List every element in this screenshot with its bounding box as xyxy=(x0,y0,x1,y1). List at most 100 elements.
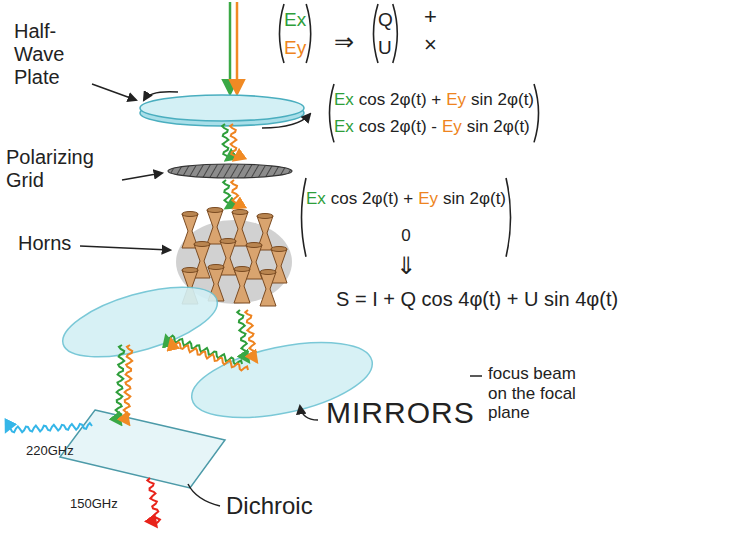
beam-wave xyxy=(171,339,248,370)
implies-symbol-group: ⇓ xyxy=(396,252,416,280)
leader-bracket xyxy=(188,484,220,506)
signal-equation-group: S = I + Q cos 4φ(t) + U sin 4φ(t) xyxy=(336,288,618,311)
signal-equation-line: S = I + Q cos 4φ(t) + U sin 4φ(t) xyxy=(336,288,618,311)
beam-wave xyxy=(222,124,229,160)
polarization-symbol-group: + xyxy=(424,4,437,29)
matrix-row: cos 2φ(t) + xyxy=(331,189,413,208)
matrix-row: Ey xyxy=(446,90,466,109)
polarization-symbol: + xyxy=(424,4,437,29)
leader-arrow xyxy=(92,84,136,100)
incoming-beam xyxy=(236,2,239,93)
part-name: MIRRORS xyxy=(326,396,475,429)
matrix-row-line: Ex cos 2φ(t) + Ey sin 2φ(t) xyxy=(306,180,506,217)
note: focus beam on the focal plane xyxy=(488,364,576,422)
matrix-row: cos 2φ(t) - xyxy=(359,117,437,136)
matrix-row: Ey xyxy=(418,189,438,208)
polarizing-grid xyxy=(168,164,292,178)
beam-wave xyxy=(223,180,230,208)
part-name: Horns xyxy=(18,232,71,254)
frequency-label-group: 150GHz xyxy=(70,497,118,512)
stokes-parameter-group: QU xyxy=(378,6,393,61)
beam-wave xyxy=(245,310,256,362)
part-name-line: Horns xyxy=(18,232,71,255)
matrix-row: Ex xyxy=(334,117,354,136)
rotation-arrow xyxy=(144,92,178,100)
beam-wave xyxy=(6,423,92,432)
matrix-row: sin 2φ(t) xyxy=(443,189,506,208)
part-name: Polarizing Grid xyxy=(6,146,94,191)
beam-wave xyxy=(237,310,248,362)
matrix-bracket xyxy=(330,84,539,142)
matrix-row: sin 2φ(t) xyxy=(471,90,534,109)
matrix-bracket xyxy=(302,178,511,257)
vector-component-line: Ey xyxy=(284,34,306,62)
mirror xyxy=(55,273,224,371)
part-name: Half-Wave Plate xyxy=(14,20,64,88)
matrix-row-line: Ex cos 2φ(t) + Ey sin 2φ(t) xyxy=(334,86,534,113)
matrix-row-group: Excos 2φ(t) +Eysin 2φ(t)Excos 2φ(t) -Eys… xyxy=(334,86,534,140)
dichroic-filter xyxy=(60,410,225,488)
implies-symbol: ⇒ xyxy=(334,28,354,55)
stokes-parameter: Q xyxy=(378,9,393,30)
polarization-symbol-line: × xyxy=(424,32,437,57)
note-line: focus beam on the focal plane xyxy=(488,364,598,423)
part-name-group: Half-Wave Plate xyxy=(14,20,76,89)
vector-component: Ex xyxy=(284,9,306,30)
matrix-bracket xyxy=(280,4,311,63)
frequency-label-line: 150GHz xyxy=(70,497,118,512)
vector-component-group: ExEy xyxy=(284,6,306,61)
implies-symbol-line: ⇒ xyxy=(334,28,354,56)
matrix-bracket xyxy=(374,4,398,63)
leader-arrow xyxy=(80,246,170,250)
implies-symbol-line: ⇓ xyxy=(396,252,416,280)
part-name-group: MIRRORS xyxy=(326,396,475,431)
signal-equation: S = I + Q cos 4φ(t) + U sin 4φ(t) xyxy=(336,288,618,310)
part-name-group: Horns xyxy=(18,232,71,255)
beam-wave xyxy=(147,478,160,526)
beam-wave xyxy=(116,345,125,424)
matrix-row: 0 xyxy=(401,226,410,245)
leader-arrow xyxy=(122,173,162,180)
matrix-row-group: Ex cos 2φ(t) + Ey sin 2φ(t) 0 xyxy=(306,180,506,255)
feed-horn xyxy=(260,270,276,307)
stokes-parameter-line: Q xyxy=(378,6,393,34)
matrix-row-line: Ex cos 2φ(t) - Ey sin 2φ(t) xyxy=(334,113,534,140)
polarization-symbol: × xyxy=(424,32,437,57)
part-name-line: Polarizing Grid xyxy=(6,146,118,192)
incoming-beam xyxy=(229,2,232,93)
part-name-line: Dichroic xyxy=(226,492,313,520)
vector-component: Ey xyxy=(284,37,306,58)
frequency-label: 150GHz xyxy=(70,496,118,511)
stokes-parameter-line: U xyxy=(378,34,393,62)
polarization-symbol-group: × xyxy=(424,32,437,57)
matrix-row-line: 0 xyxy=(306,217,506,254)
matrix-row: Ex xyxy=(334,90,354,109)
leader-arrow xyxy=(300,406,318,420)
rotation-arrow xyxy=(262,114,310,128)
part-name-group: Dichroic xyxy=(226,492,313,520)
beam-wave xyxy=(231,180,238,208)
beam-wave xyxy=(230,124,237,160)
polarization-symbol-line: + xyxy=(424,4,437,29)
stokes-parameter: U xyxy=(378,37,392,58)
feed-horn xyxy=(207,208,223,245)
matrix-row: sin 2φ(t) xyxy=(467,117,530,136)
frequency-label: 220GHz xyxy=(26,443,74,458)
beam-wave xyxy=(124,345,133,424)
half-wave-plate xyxy=(140,95,304,121)
feed-horn xyxy=(234,267,250,304)
implies-symbol: ⇓ xyxy=(396,252,416,279)
part-name-line: Half-Wave Plate xyxy=(14,20,76,89)
part-name: Dichroic xyxy=(226,492,313,519)
part-name-group: Polarizing Grid xyxy=(6,146,118,192)
part-name-line: MIRRORS xyxy=(326,396,475,431)
matrix-row: Ey xyxy=(442,117,462,136)
matrix-row: cos 2φ(t) + xyxy=(359,90,441,109)
leader-dash xyxy=(470,375,482,377)
note-group: focus beam on the focal plane xyxy=(488,364,598,423)
frequency-label-line: 220GHz xyxy=(26,444,74,459)
matrix-row: Ex xyxy=(306,189,326,208)
frequency-label-group: 220GHz xyxy=(26,444,74,459)
